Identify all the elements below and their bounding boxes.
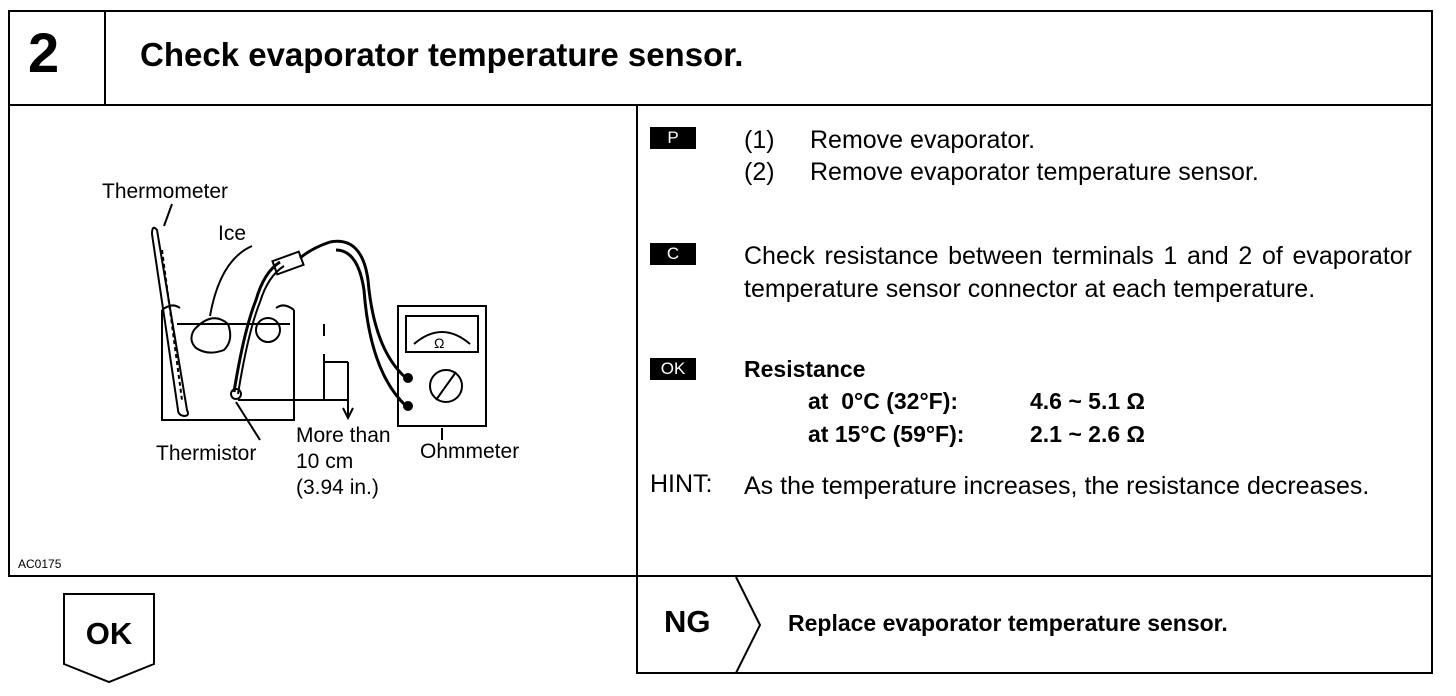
- probe-terminal: [403, 401, 413, 411]
- ohmmeter-label: Ohmmeter: [420, 440, 520, 463]
- sensor-test-illustration: Ω: [12, 110, 632, 570]
- ng-chevron: [734, 576, 766, 674]
- ohm-symbol: Ω: [434, 335, 444, 351]
- step-number: 2: [28, 21, 60, 84]
- hint-text: As the temperature increases, the resist…: [744, 472, 1370, 500]
- thermometer-label: Thermometer: [102, 180, 229, 203]
- ng-bottom: [636, 672, 1433, 674]
- header-divider: [8, 104, 1433, 106]
- probe-terminal: [403, 373, 413, 383]
- ohmmeter-body: [397, 305, 487, 427]
- prep-badge: P: [650, 127, 696, 149]
- beaker-shape: [161, 310, 295, 421]
- ng-action: Replace evaporator temperature sensor.: [788, 610, 1228, 636]
- body-bottom: [8, 575, 1433, 577]
- distance-label-line3: (3.94 in.): [296, 476, 379, 499]
- ok-result-label: OK: [85, 616, 133, 651]
- test-setup-drawing: Ω: [150, 203, 487, 441]
- prep-step-1-text: Remove evaporator.: [810, 126, 1036, 154]
- thermometer-shape: [150, 226, 189, 418]
- resistance-value-2: 2.1 ~ 2.6 Ω: [1030, 421, 1145, 447]
- ok-badge: OK: [650, 358, 696, 380]
- prep-step-2-text: Remove evaporator temperature sensor.: [810, 158, 1259, 186]
- thermistor-tip: [230, 388, 242, 400]
- resistance-condition-1: at 0°C (32°F):: [808, 388, 959, 414]
- thermistor-label: Thermistor: [156, 442, 257, 465]
- step-number-divider: [104, 10, 106, 106]
- check-instruction: Check resistance between terminals 1 and…: [744, 242, 1412, 303]
- ohmmeter-dial: [429, 369, 463, 403]
- check-badge: C: [650, 243, 696, 265]
- frame-top: [8, 10, 1433, 12]
- page-title: Check evaporator temperature sensor.: [140, 36, 744, 73]
- resistance-value-1: 4.6 ~ 5.1 Ω: [1030, 388, 1145, 414]
- distance-label-line2: 10 cm: [296, 450, 354, 473]
- resistance-heading: Resistance: [744, 356, 866, 382]
- ohmmeter-display: [405, 315, 479, 353]
- ice-label: Ice: [218, 222, 247, 245]
- column-divider: [636, 104, 638, 674]
- prep-step-1-num: (1): [744, 126, 775, 154]
- figure-id: AC0175: [18, 557, 62, 571]
- ng-result-label: NG: [664, 604, 711, 639]
- ice-cube-2: [255, 317, 281, 343]
- resistance-condition-2: at 15°C (59°F):: [808, 421, 965, 447]
- frame-left: [8, 10, 10, 576]
- hint-label: HINT:: [650, 470, 713, 498]
- ice-cube: [190, 317, 232, 354]
- prep-step-2-num: (2): [744, 158, 775, 186]
- distance-label-line1: More than: [296, 424, 391, 447]
- ok-result-tag: OK: [62, 592, 158, 684]
- frame-right: [1431, 10, 1433, 674]
